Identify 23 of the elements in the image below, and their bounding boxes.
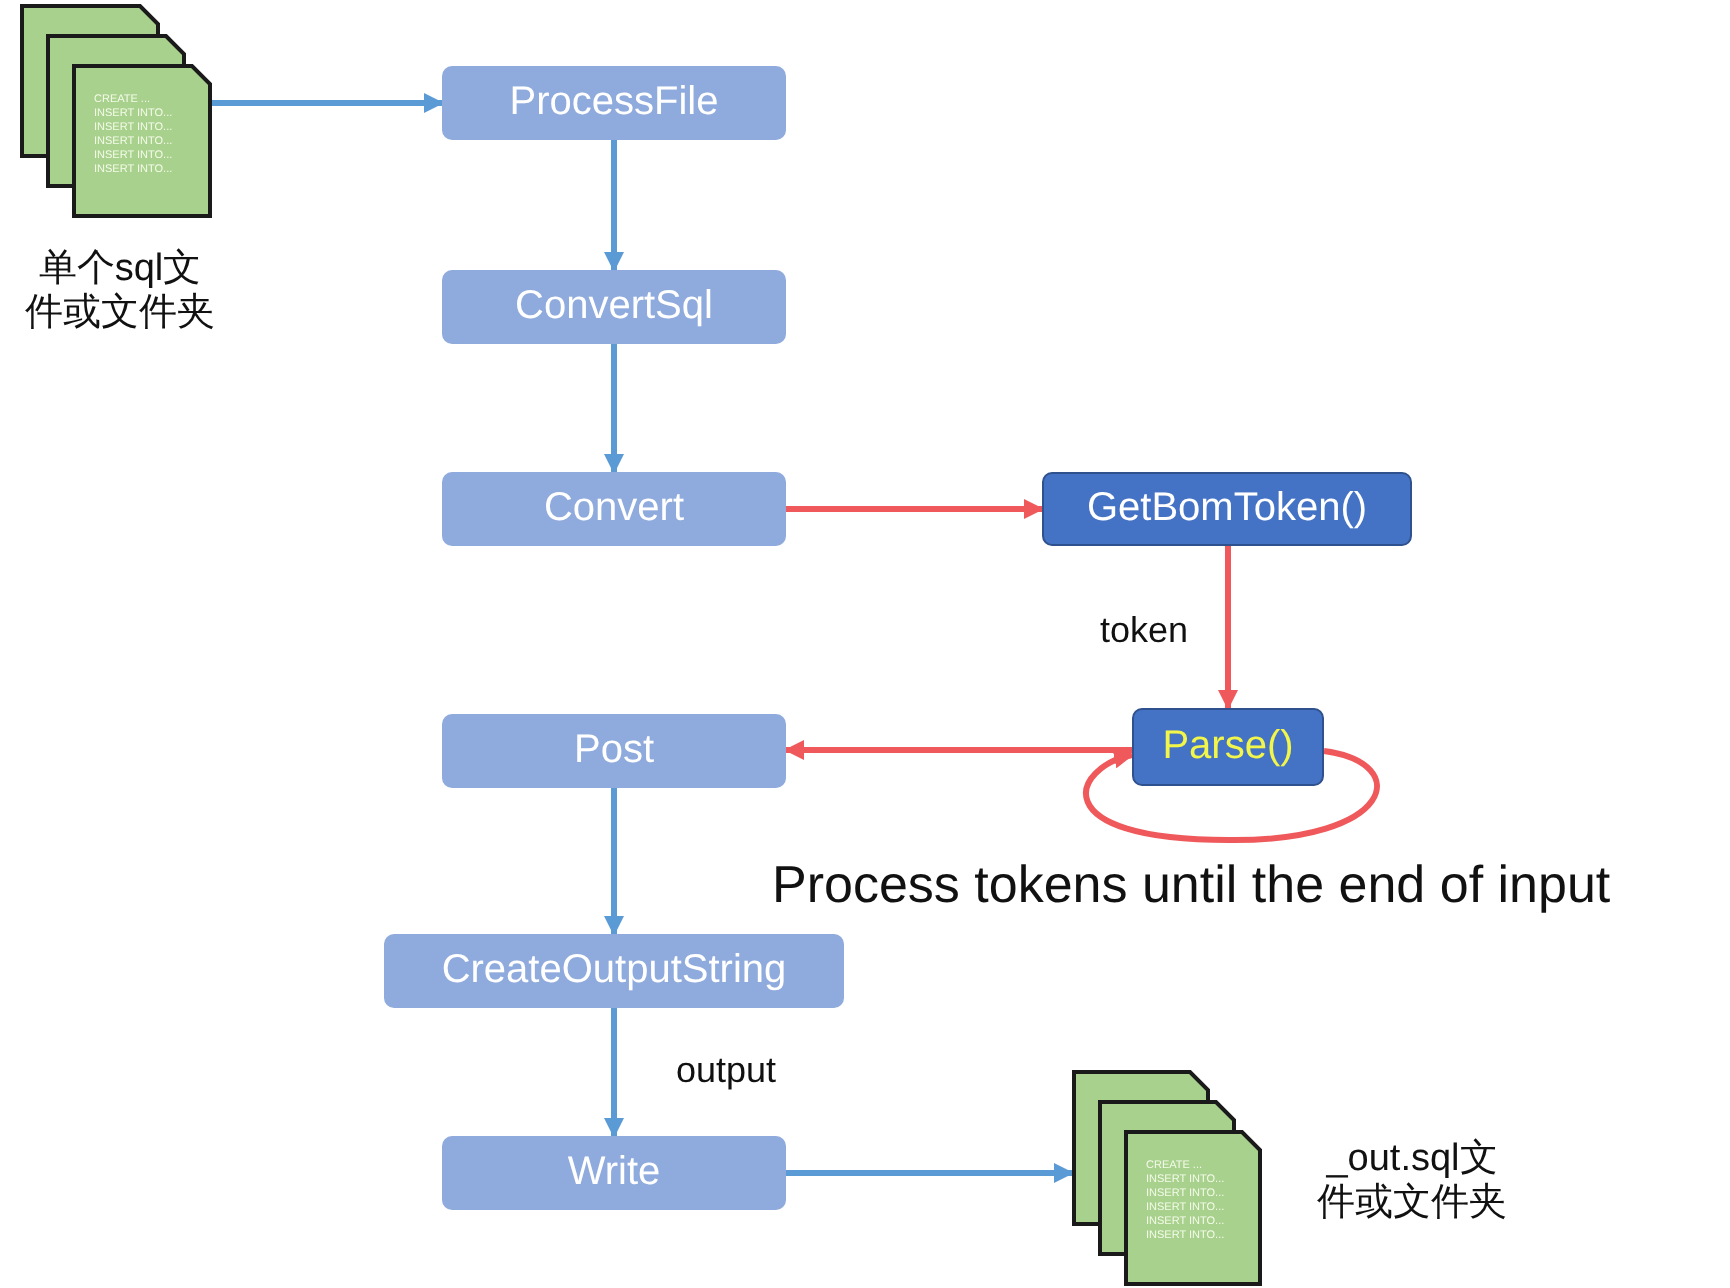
arrow (604, 788, 624, 936)
arrow (604, 1008, 624, 1138)
note-text: Process tokens until the end of input (772, 854, 1611, 916)
arrow (212, 93, 444, 113)
process-box: CreateOutputString (384, 934, 844, 1008)
process-box: ConvertSql (442, 270, 786, 344)
edge-label: output (676, 1050, 777, 1092)
arrow (604, 140, 624, 272)
arrow (1218, 546, 1238, 710)
process-box: Convert (442, 472, 786, 546)
arrow (786, 1163, 1074, 1183)
file-caption: 单个sql文件或文件夹 (23, 248, 217, 336)
process-box: Write (442, 1136, 786, 1210)
process-box: ProcessFile (442, 66, 786, 140)
arrow (784, 740, 1132, 760)
process-box: Parse() (1132, 708, 1324, 786)
process-box: GetBomToken() (1042, 472, 1412, 546)
edge-label: token (1100, 610, 1189, 652)
arrow (786, 499, 1044, 519)
arrow (604, 344, 624, 474)
file-caption: _out.sql文件或文件夹 (1315, 1138, 1509, 1226)
arrow (1083, 748, 1380, 843)
process-box: Post (442, 714, 786, 788)
